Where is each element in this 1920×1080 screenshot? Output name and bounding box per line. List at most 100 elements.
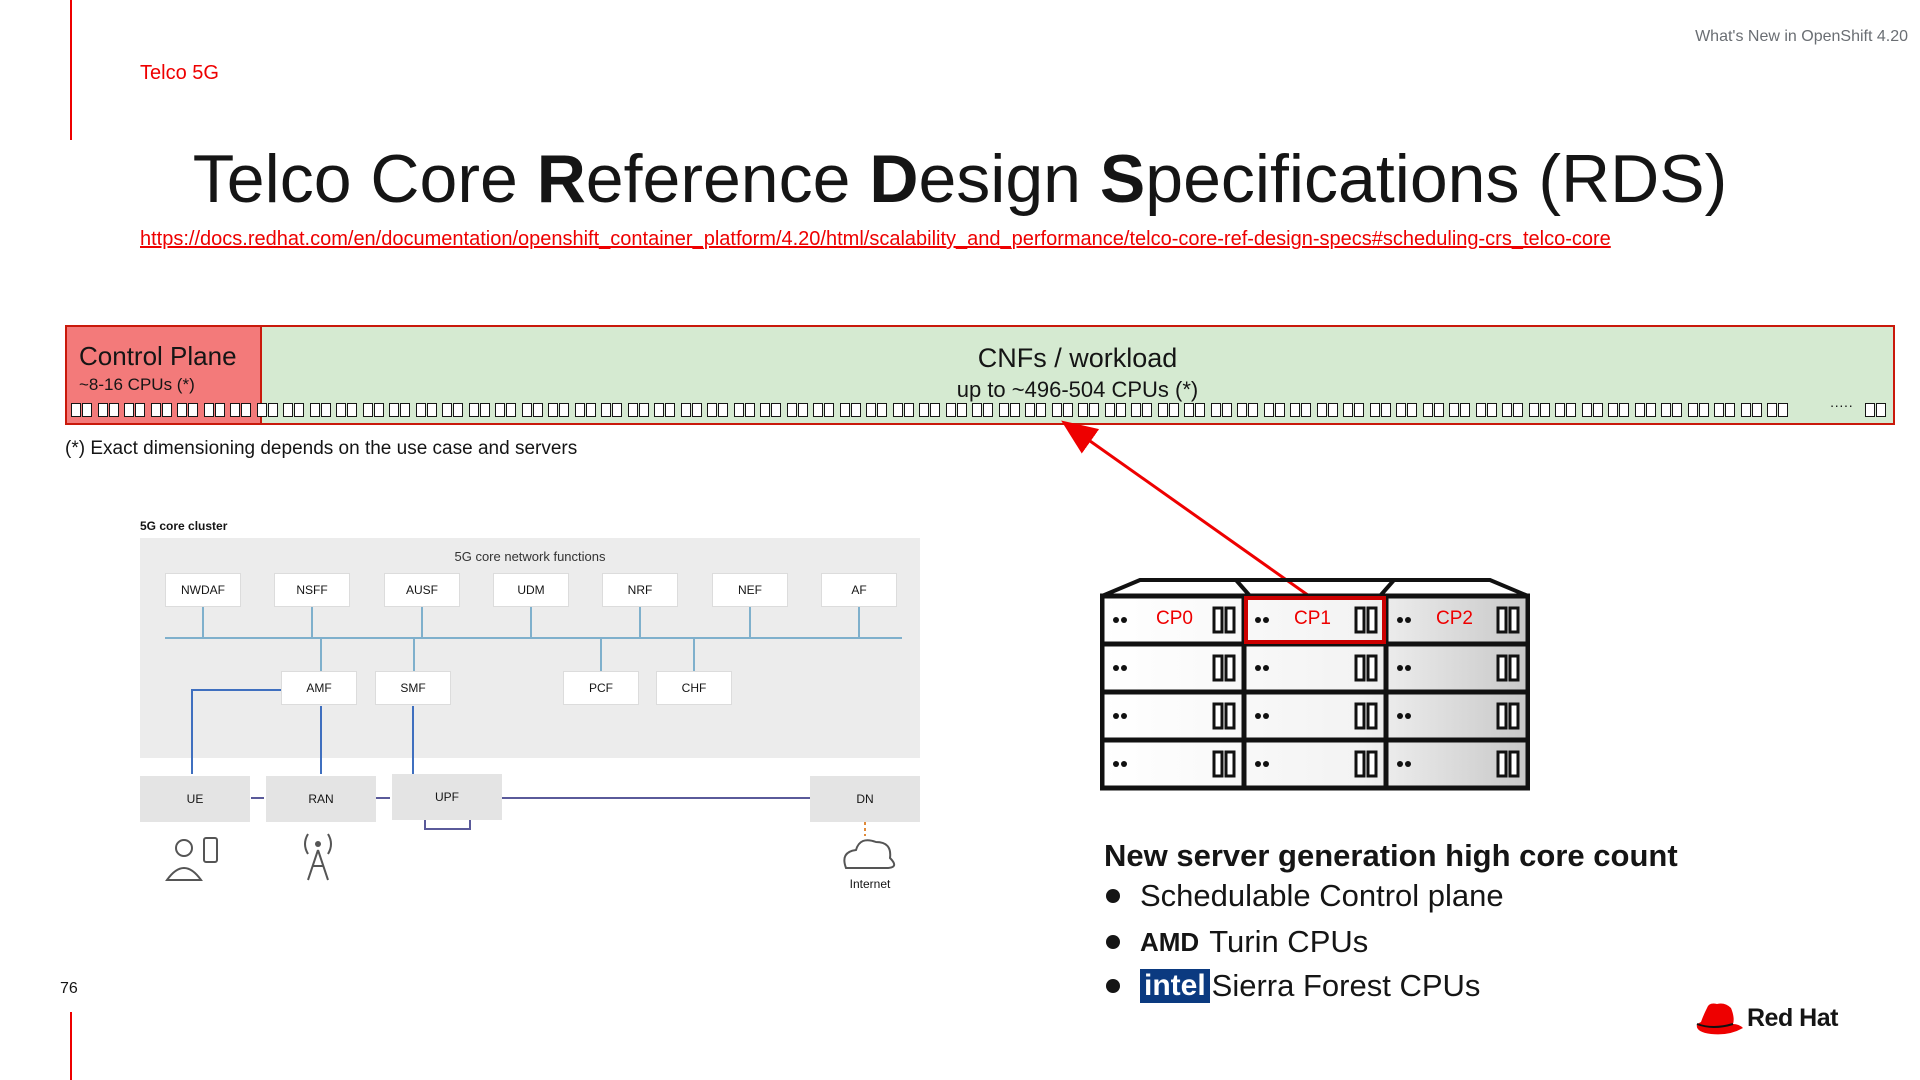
title-part-2: eference [585, 141, 870, 217]
control-plane-cpus: ~8-16 CPUs (*) [79, 375, 195, 394]
cpu-core-cell [203, 403, 214, 417]
drive-bay [1496, 606, 1508, 634]
server-chassis: CP0 CP1 CP2 [1100, 578, 1530, 792]
cpu-core-cell [1634, 403, 1645, 417]
cpu-core-cell [415, 403, 426, 417]
cpu-core-cell [1131, 403, 1141, 417]
drive-bay [1366, 654, 1378, 682]
cpu-core-cell [309, 403, 320, 417]
cpu-core-cell [1778, 403, 1788, 417]
cpu-core-cell [850, 403, 861, 417]
nf-amf: AMF [282, 672, 356, 704]
deck-title: What's New in OpenShift 4.20 [1695, 28, 1908, 45]
cpu-core-cell [1195, 403, 1205, 417]
bullet-intel-text: Sierra Forest CPUs [1211, 968, 1481, 1003]
title-part-4: pecifications (RDS) [1145, 141, 1728, 217]
server-led [1255, 761, 1261, 767]
amd-logo: AMD [1140, 926, 1200, 957]
cpu-core-cell [1687, 403, 1698, 417]
bullet-amd: AMD Turin CPUs [1106, 924, 1368, 960]
cpu-core-cells: ····· [71, 397, 1889, 419]
cpu-core-cell [824, 403, 834, 417]
cpu-core-cell [718, 403, 728, 417]
cpu-core-cell [1248, 403, 1258, 417]
cpu-core-cell [903, 403, 914, 417]
cpu-core-cell [1767, 403, 1777, 417]
slot-cp1: CP1 [1294, 608, 1331, 629]
drive-bay [1508, 654, 1520, 682]
server-graphic [1100, 578, 1530, 791]
cpu-core-cell [426, 403, 437, 417]
cpu-core-cell [1619, 403, 1629, 417]
cpu-core-cell [82, 403, 92, 417]
server-led [1255, 713, 1261, 719]
footnote: (*) Exact dimensioning depends on the us… [65, 438, 578, 459]
cpu-core-cell [161, 403, 172, 417]
cpu-core-cell [585, 403, 596, 417]
diagram-connectors [165, 606, 902, 881]
cpu-core-cell [1581, 403, 1592, 417]
cpu-core-cell [294, 403, 304, 417]
server-led [1121, 713, 1127, 719]
cpu-core-cell [442, 403, 452, 417]
cpu-core-cell [1502, 403, 1512, 417]
cluster-label: 5G core cluster [140, 519, 228, 533]
cpu-core-cell [1051, 403, 1062, 417]
cpu-core-cell [1513, 403, 1523, 417]
bullet-control-plane-text: Schedulable Control plane [1140, 878, 1504, 913]
drive-bay [1508, 702, 1520, 730]
cpu-core-cell [453, 403, 463, 417]
cpu-core-cell [1327, 403, 1338, 417]
slot-cp0: CP0 [1156, 608, 1193, 629]
drive-bay [1224, 702, 1236, 730]
server-led [1405, 617, 1411, 623]
drive-bay [1508, 750, 1520, 778]
rds-docs-link[interactable]: https://docs.redhat.com/en/documentation… [140, 228, 1611, 250]
cpu-core-cell [654, 403, 664, 417]
cpu-allocation-bar: Control Plane ~8-16 CPUs (*) CNFs / work… [65, 325, 1895, 425]
cpu-core-cell [601, 403, 611, 417]
cpu-core-cell [373, 403, 384, 417]
drive-bay [1212, 702, 1224, 730]
cpu-core-cell [956, 403, 967, 417]
cpu-core-cell [97, 403, 108, 417]
cpu-core-cell [1433, 403, 1444, 417]
cpu-core-cell [665, 403, 675, 417]
bullet-amd-text: Turin CPUs [1209, 924, 1369, 959]
cpu-core-cell [1449, 403, 1459, 417]
drive-bay [1354, 702, 1366, 730]
cpu-core-cell [1486, 403, 1497, 417]
cpu-core-cell [1104, 403, 1115, 417]
drive-bay [1224, 750, 1236, 778]
cpu-core-cell [1460, 403, 1470, 417]
server-led [1263, 665, 1269, 671]
cpu-core-cell [1274, 403, 1285, 417]
server-led [1405, 665, 1411, 671]
drive-bay [1354, 606, 1366, 634]
cpu-core-cell [1316, 403, 1327, 417]
drive-bay [1496, 750, 1508, 778]
edge-ue: UE [140, 776, 250, 822]
cpu-core-cell [336, 403, 346, 417]
cpu-core-cell [1566, 403, 1576, 417]
cpu-core-cell [400, 403, 410, 417]
cpu-core-cell [1089, 403, 1099, 417]
drive-bay [1366, 750, 1378, 778]
drive-bay [1354, 654, 1366, 682]
cpu-core-cell [188, 403, 198, 417]
cpu-core-cell [744, 403, 755, 417]
cpu-core-cell [945, 403, 956, 417]
server-led [1113, 617, 1119, 623]
edge-upf: UPF [392, 774, 502, 820]
cpu-core-cell [1025, 403, 1035, 417]
server-led [1113, 713, 1119, 719]
cpu-core-cell [468, 403, 479, 417]
drive-bay [1366, 702, 1378, 730]
cpu-core-cell [1168, 403, 1179, 417]
cpu-core-cell [559, 403, 569, 417]
server-led [1397, 761, 1403, 767]
edge-ran: RAN [266, 776, 376, 822]
drive-bay [1496, 702, 1508, 730]
cpu-core-cell [707, 403, 717, 417]
cpu-core-cell [1876, 403, 1886, 417]
